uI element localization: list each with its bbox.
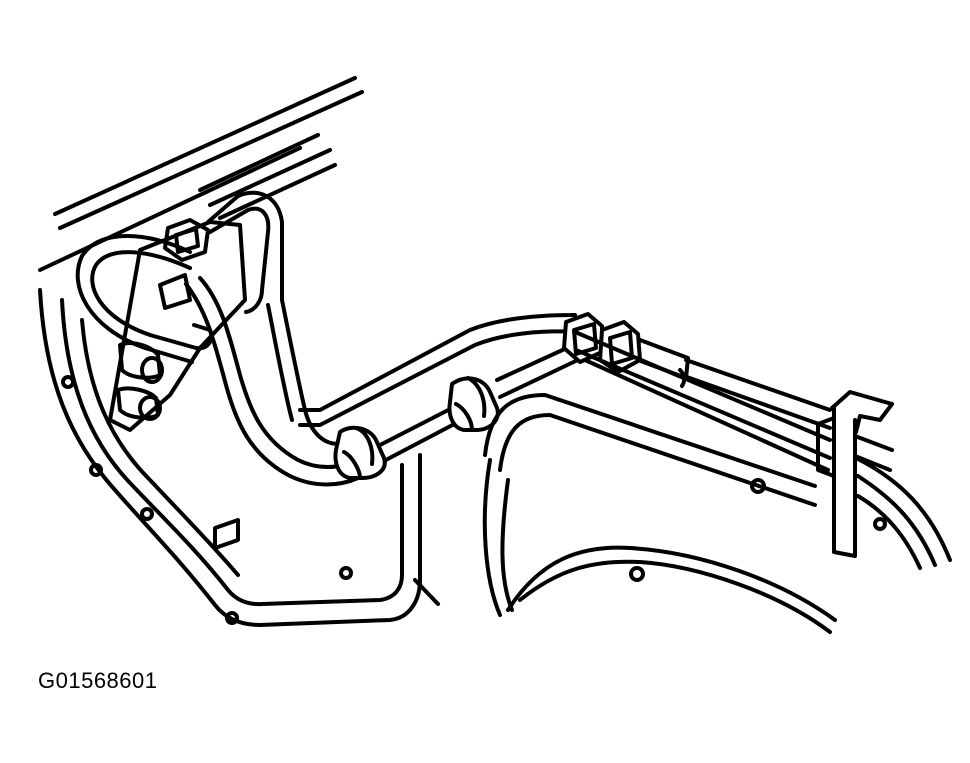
line-coupler-left bbox=[333, 425, 387, 480]
fender-panel bbox=[482, 393, 952, 634]
firewall-holes bbox=[61, 375, 353, 625]
firewall-square-marker bbox=[213, 518, 240, 550]
figure-id-label: G01568601 bbox=[38, 668, 158, 693]
refrigerant-line-main bbox=[184, 276, 584, 487]
hoses-right bbox=[573, 330, 832, 472]
evaporator-fittings bbox=[163, 218, 210, 262]
upper-body-panel bbox=[38, 76, 364, 272]
line-bracket-clip bbox=[816, 390, 894, 558]
fender-holes bbox=[629, 478, 887, 582]
line-coupler-center bbox=[447, 376, 500, 432]
firewall-panel bbox=[38, 288, 440, 627]
suction-line-u-bend bbox=[75, 190, 284, 364]
hex-nut-fittings bbox=[562, 312, 690, 380]
